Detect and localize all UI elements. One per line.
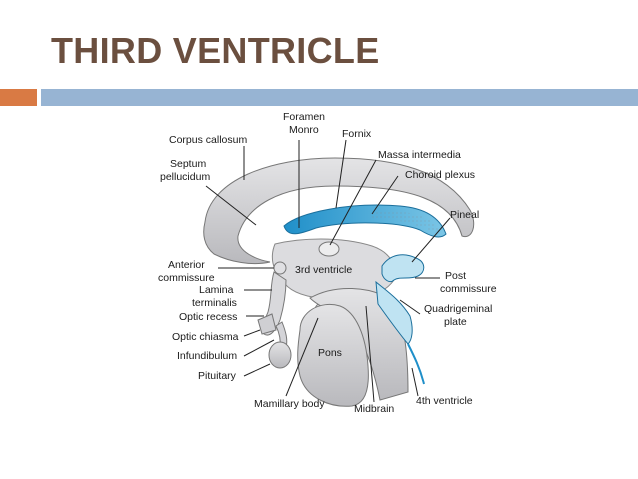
- label-third-ventricle: 3rd ventricle: [295, 264, 352, 276]
- corpus-callosum-shape: [203, 157, 475, 265]
- label-pellucidum: pellucidum: [160, 171, 210, 183]
- label-choroid-plexus: Choroid plexus: [405, 169, 475, 181]
- label-foramen: Foramen: [283, 111, 325, 123]
- label-midbrain: Midbrain: [354, 403, 394, 415]
- label-monro: Monro: [289, 124, 319, 136]
- label-mamillary-body: Mamillary body: [254, 398, 325, 410]
- massa-intermedia-shape: [318, 241, 340, 257]
- label-commissure-post: commissure: [440, 283, 497, 295]
- label-corpus-callosum: Corpus callosum: [169, 134, 247, 146]
- label-pons: Pons: [318, 347, 342, 359]
- pituitary-shape: [268, 341, 292, 369]
- leader-lines: [205, 139, 451, 403]
- aqueduct-line: [407, 343, 425, 385]
- label-fourth-ventricle: 4th ventricle: [416, 395, 473, 407]
- optic-chiasma-shape: [257, 313, 277, 335]
- label-optic-chiasma: Optic chiasma: [172, 331, 239, 343]
- label-lamina: Lamina: [199, 284, 234, 296]
- choroid-plexus-dots: [372, 210, 442, 232]
- label-anterior: Anterior: [168, 259, 205, 271]
- pineal-recess-shape: [381, 254, 425, 283]
- label-massa-intermedia: Massa intermedia: [378, 149, 461, 161]
- label-pineal: Pineal: [450, 209, 479, 221]
- label-septum: Septum: [170, 158, 206, 170]
- anterior-commissure-shape: [273, 261, 287, 275]
- label-terminalis: terminalis: [192, 297, 237, 309]
- label-fornix: Fornix: [342, 128, 372, 140]
- label-commissure-anterior: commissure: [158, 272, 215, 284]
- title-underline-bar: [41, 89, 638, 106]
- title-accent-bar: [0, 89, 37, 106]
- label-plate: plate: [444, 316, 467, 328]
- quadrigeminal-plate-shape: [375, 280, 413, 345]
- slide-title: THIRD VENTRICLE: [51, 30, 380, 71]
- label-pituitary: Pituitary: [198, 370, 237, 382]
- label-infundibulum: Infundibulum: [177, 350, 237, 362]
- label-quadrigeminal: Quadrigeminal: [424, 303, 492, 315]
- label-optic-recess: Optic recess: [179, 311, 237, 323]
- pons-shape: [297, 304, 369, 407]
- label-post: Post: [445, 270, 466, 282]
